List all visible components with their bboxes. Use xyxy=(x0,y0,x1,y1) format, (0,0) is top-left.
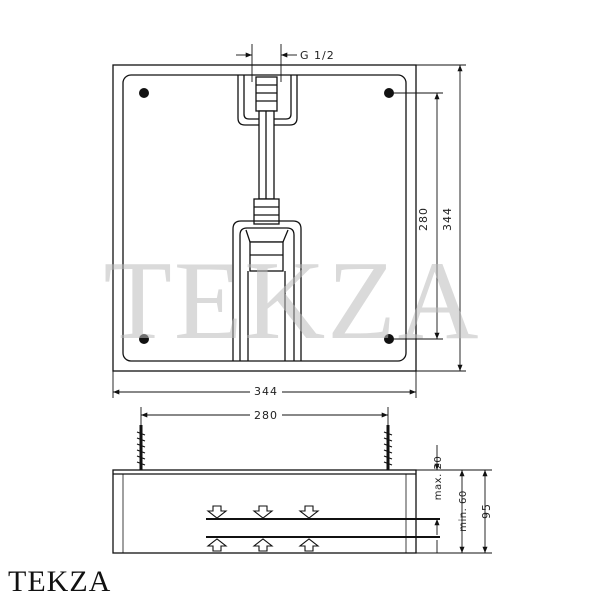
arrow-up-icon xyxy=(298,538,320,552)
side-body xyxy=(112,469,417,554)
wall-lines xyxy=(206,518,440,538)
top-fitting xyxy=(255,76,278,112)
arrow-up-icon xyxy=(252,538,274,552)
outer-frame xyxy=(112,64,417,372)
lower-channel xyxy=(232,220,302,361)
thread-dimension xyxy=(236,44,297,82)
installation-arrows xyxy=(206,505,320,552)
brand-label: TEKZA xyxy=(8,565,112,598)
inner-height-label: 280 xyxy=(417,207,430,231)
valve-body xyxy=(249,241,284,272)
mounting-screw-right xyxy=(383,425,393,470)
mounting-screw-left xyxy=(136,425,146,470)
total-depth-label: 95 xyxy=(480,503,493,519)
arrow-up-icon xyxy=(206,538,228,552)
inner-panel xyxy=(122,74,407,362)
outer-width-label: 344 xyxy=(254,385,278,398)
inner-width-label: 280 xyxy=(254,409,278,422)
watermark: TEKZA xyxy=(103,239,480,363)
max-depth-label: max. 20 xyxy=(433,456,444,500)
outer-height-label: 344 xyxy=(441,207,454,231)
bottom-fitting xyxy=(253,198,280,225)
side-view xyxy=(112,469,417,554)
min-depth-label: min. 60 xyxy=(458,490,469,531)
height-dimensions xyxy=(389,64,466,372)
screw-top-left xyxy=(139,88,149,98)
arrow-down-icon xyxy=(298,505,320,519)
depth-dimensions xyxy=(416,445,492,554)
screw-bottom-left xyxy=(139,334,149,344)
arrow-down-icon xyxy=(252,505,274,519)
thread-label: G 1/2 xyxy=(300,49,335,62)
top-view xyxy=(112,64,417,372)
arrow-down-icon xyxy=(206,505,228,519)
